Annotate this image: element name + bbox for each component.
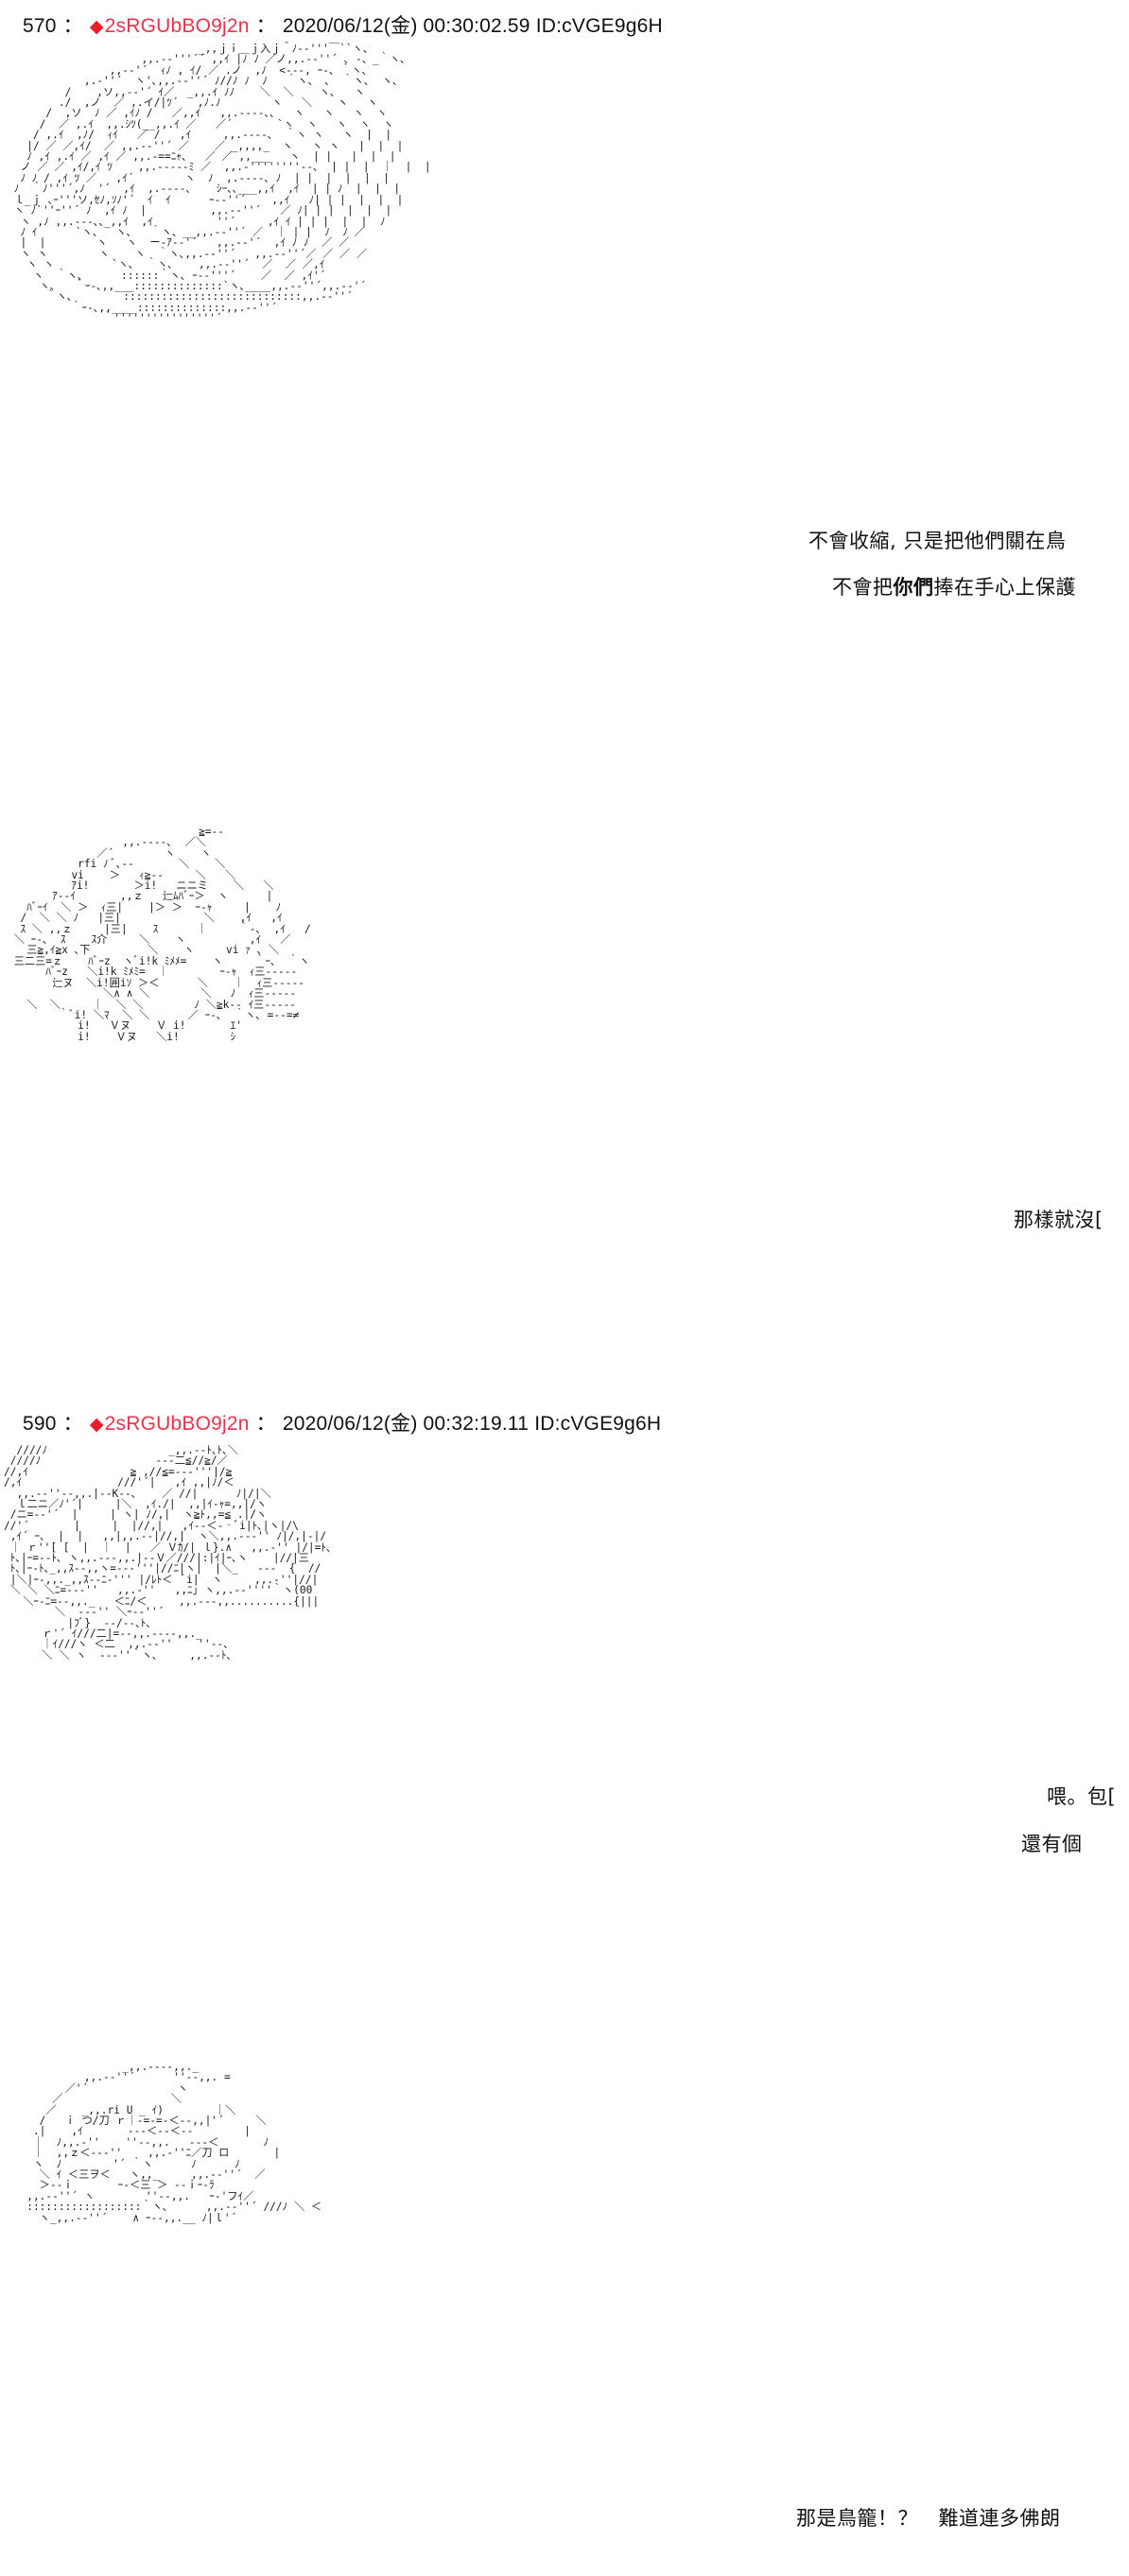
ascii-art-block-2: ≧=‐- ,,.-‐‐-､ ／＼ ／´ ヽ ヽ rfi ﾉ ﾞ､‐‐ ＼ ＼ v…	[13, 826, 311, 1043]
speech-line-1a: 不會收縮, 只是把他們關在鳥	[808, 530, 1067, 552]
post-header-separator: ：	[62, 15, 83, 37]
post-tripcode[interactable]: 2sRGUbBO9j2n	[104, 15, 250, 37]
post-header-590: 590：◆2sRGUbBO9j2n：2020/06/12(金) 00:32:19…	[23, 1413, 661, 1436]
post-number[interactable]: 570	[23, 15, 57, 37]
ascii-art-block-3: ////ﾉ _,,.-‐ﾄ､ﾄ､＼ ////ﾉ ‐-‐二≦//≧/／ //,ｲ …	[4, 1444, 332, 1662]
post-number[interactable]: 590	[23, 1413, 57, 1435]
tripcode-diamond-icon: ◆	[89, 1415, 104, 1435]
post-header-separator: ：	[62, 1413, 83, 1435]
post-header-separator: ：	[255, 1413, 276, 1435]
ascii-art-block-1: _,,ｊｉ＿ｊ入ｊ＾ﾉ‐‐'''￣``ヽ、 ,,.-‐'''´´ ,,ｲ |ﾉ …	[13, 43, 431, 325]
post-user-id: ID:cVGE9g6H	[535, 15, 663, 37]
speech-line-1b-prefix: 不會把	[832, 576, 894, 599]
speech-line-1b-emphasis: 你們	[893, 576, 934, 599]
speech-line-1b: 不會把你們捧在手心上保護	[832, 573, 1076, 601]
ascii-art-block-4: _,,.-‐‐-,,._ ,,.-‐''´ ''‐-,,. = ／'´ ヽ ／ …	[26, 2061, 322, 2224]
speech-line-3b: 還有個	[1021, 1833, 1083, 1855]
post-user-id: ID:cVGE9g6H	[534, 1413, 662, 1435]
post-datetime: 2020/06/12(金) 00:30:02.59	[282, 15, 530, 37]
tripcode-diamond-icon: ◆	[89, 17, 104, 37]
speech-line-2: 那樣就沒[	[1014, 1209, 1103, 1231]
speech-line-1b-suffix: 捧在手心上保護	[933, 576, 1076, 599]
post-header-separator: ：	[255, 15, 276, 37]
speech-line-3a: 喂。包[	[1047, 1785, 1117, 1808]
speech-line-4: 那是鳥籠！？ 難道連多佛朗	[796, 2507, 1061, 2530]
post-tripcode[interactable]: 2sRGUbBO9j2n	[104, 1413, 250, 1435]
post-datetime: 2020/06/12(金) 00:32:19.11	[282, 1413, 530, 1435]
post-header-570: 570：◆2sRGUbBO9j2n：2020/06/12(金) 00:30:02…	[23, 15, 663, 39]
